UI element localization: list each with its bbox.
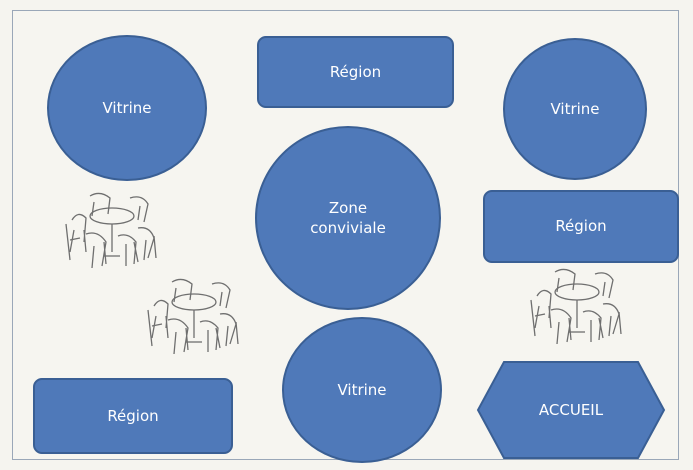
vitrine-bottom-center[interactable]: Vitrine xyxy=(282,317,442,463)
vitrine-top-left-label: Vitrine xyxy=(102,98,152,117)
region-mid-right[interactable]: Région xyxy=(483,190,679,263)
table-and-chairs-icon xyxy=(147,278,239,355)
region-bottom-left-label: Région xyxy=(107,406,159,425)
vitrine-top-left[interactable]: Vitrine xyxy=(47,35,207,181)
vitrine-top-right[interactable]: Vitrine xyxy=(503,38,647,180)
vitrine-bottom-center-label: Vitrine xyxy=(337,380,387,399)
region-top-center[interactable]: Région xyxy=(257,36,454,108)
hexagon-shape xyxy=(476,361,666,459)
zone-conviviale[interactable]: Zone conviviale xyxy=(255,126,441,310)
zone-conviviale-label: Zone conviviale xyxy=(310,198,386,237)
table-and-chairs-icon xyxy=(65,192,157,269)
accueil-hexagon[interactable]: ACCUEIL xyxy=(476,360,666,460)
region-top-center-label: Région xyxy=(329,62,382,81)
vitrine-top-right-label: Vitrine xyxy=(550,99,600,118)
region-bottom-left[interactable]: Région xyxy=(33,378,233,454)
table-and-chairs-icon xyxy=(530,268,622,345)
region-mid-right-label: Région xyxy=(555,217,607,236)
accueil-label: ACCUEIL xyxy=(538,401,604,419)
